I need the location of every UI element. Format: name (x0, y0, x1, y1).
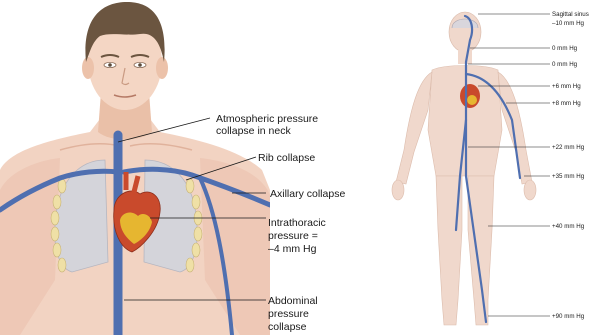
label-pressure-7: +40 mm Hg (552, 223, 585, 230)
label-pressure-4: +8 mm Hg (552, 100, 581, 107)
label-rib: Rib collapse (258, 152, 315, 164)
left-pupil (108, 63, 112, 67)
label-intrathoracic-line3: –4 mm Hg (268, 243, 317, 255)
label-pressure-8: +90 mm Hg (552, 313, 585, 320)
figure-heart-highlight (467, 95, 477, 105)
label-pressure-1: 0 mm Hg (552, 45, 578, 52)
figure-right-arm (498, 72, 532, 184)
label-intrathoracic-line2: pressure = (268, 230, 318, 242)
torso-illustration (0, 2, 270, 335)
label-axillary: Axillary collapse (270, 188, 345, 200)
label-abdominal-line1: Abdominal (268, 295, 318, 307)
label-neck-line1: Atmospheric pressure (216, 113, 318, 125)
figure-right-hand (524, 180, 536, 200)
label-sagittal-line1: Sagittal sinus (552, 11, 589, 18)
label-pressure-5: +22 mm Hg (552, 144, 585, 151)
label-pressure-2: 0 mm Hg (552, 61, 578, 68)
label-pressure-3: +6 mm Hg (552, 83, 581, 90)
label-abdominal-line2: pressure (268, 308, 309, 320)
figure-head (449, 12, 481, 52)
label-pressure-6: +35 mm Hg (552, 173, 585, 180)
figure-left-arm (396, 72, 432, 184)
label-neck-line2: collapse in neck (216, 125, 291, 137)
figure-left-hand (392, 180, 404, 200)
body-figure (392, 12, 550, 325)
right-pupil (138, 63, 142, 67)
label-intrathoracic-line1: Intrathoracic (268, 217, 326, 229)
left-ear (82, 57, 94, 79)
label-abdominal-line3: collapse (268, 321, 307, 333)
figure-right-leg (468, 176, 494, 325)
right-ear (156, 57, 168, 79)
label-sagittal-line2: –10 mm Hg (552, 20, 585, 27)
right-labels: Sagittal sinus –10 mm Hg 0 mm Hg 0 mm Hg… (552, 11, 589, 320)
